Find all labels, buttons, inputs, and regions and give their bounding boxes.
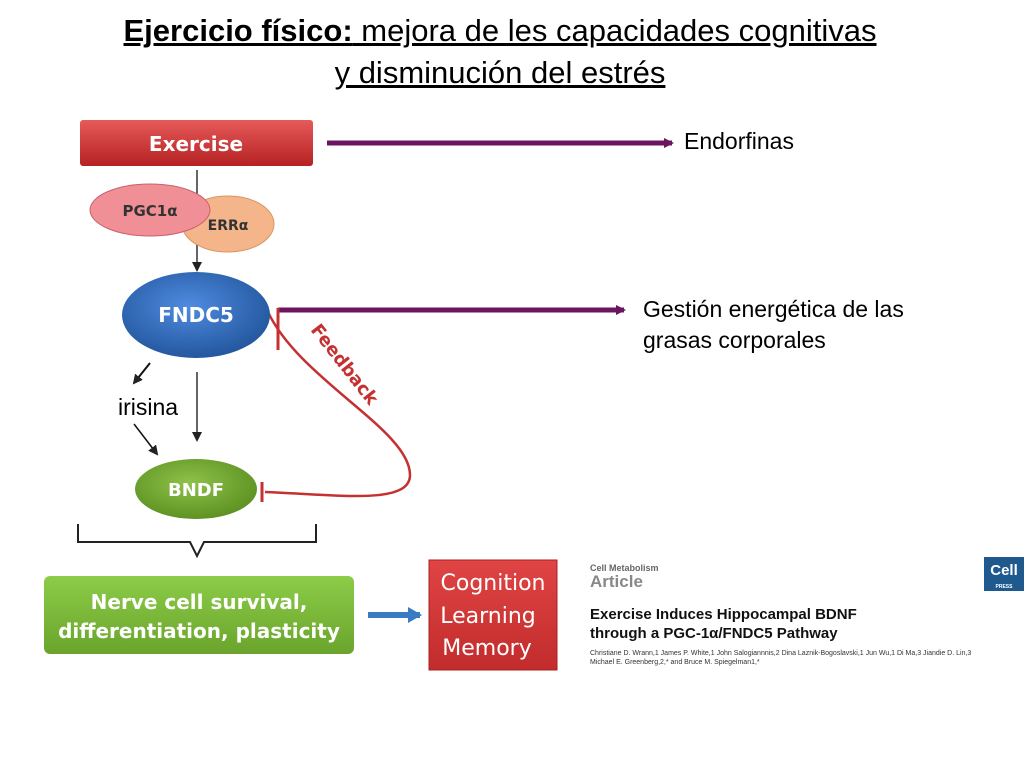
article-header: Cell Metabolism Article Exercise Induces… bbox=[590, 563, 990, 667]
gestion-line-2: grasas corporales bbox=[643, 327, 826, 353]
authors-line-2: Michael E. Greenberg,2,* and Bruce M. Sp… bbox=[590, 659, 760, 666]
erra-label: ERRα bbox=[208, 218, 249, 234]
slide-title: Ejercicio físico: mejora de les capacida… bbox=[0, 10, 1000, 94]
title-rest-line-1: mejora de les capacidades cognitivas bbox=[352, 13, 877, 48]
irisina-label: irisina bbox=[118, 394, 179, 420]
cell-press-logo: Cell PRESS bbox=[984, 557, 1024, 591]
authors-line-1: Christiane D. Wrann,1 James P. White,1 J… bbox=[590, 650, 972, 657]
article-title-line-1: Exercise Induces Hippocampal BDNF bbox=[590, 606, 857, 623]
fndc5-label: FNDC5 bbox=[158, 303, 234, 327]
learning-label: Learning bbox=[440, 604, 536, 629]
pgc1a-node: PGC1α bbox=[89, 183, 211, 237]
journal-name: Cell Metabolism bbox=[590, 563, 659, 573]
feedback-curve bbox=[264, 311, 412, 498]
irisina-arrow-in bbox=[132, 362, 151, 385]
nerve-line-2: differentiation, plasticity bbox=[58, 619, 340, 643]
nerve-line-1: Nerve cell survival, bbox=[91, 590, 308, 614]
title-bold-part: Ejercicio físico: bbox=[123, 13, 353, 48]
cognition-label: Cognition bbox=[441, 571, 546, 596]
article-type: Article bbox=[590, 572, 643, 591]
bndf-label: BNDF bbox=[168, 480, 224, 501]
endorfinas-label: Endorfinas bbox=[684, 128, 794, 154]
gestion-line-1: Gestión energética de las bbox=[643, 296, 904, 322]
title-line-2-text: y disminución del estrés bbox=[334, 55, 666, 90]
article-title: Exercise Induces Hippocampal BDNF throug… bbox=[590, 605, 990, 643]
pgc1a-label: PGC1α bbox=[122, 202, 177, 220]
exercise-box: Exercise bbox=[80, 120, 313, 166]
logo-main: Cell bbox=[990, 562, 1018, 579]
title-line-2: y disminución del estrés bbox=[0, 52, 1000, 94]
logo-sub: PRESS bbox=[995, 584, 1013, 590]
title-line-1: Ejercicio físico: mejora de les capacida… bbox=[0, 10, 1000, 52]
cognition-box: Cognition Learning Memory bbox=[428, 559, 558, 671]
exercise-label: Exercise bbox=[149, 132, 243, 156]
nerve-cell-box: Nerve cell survival, differentiation, pl… bbox=[44, 576, 354, 654]
irisina-arrow-out bbox=[133, 423, 159, 456]
fndc5-node: FNDC5 bbox=[122, 272, 270, 358]
article-title-line-2: through a PGC-1α/FNDC5 Pathway bbox=[590, 625, 838, 642]
gestion-label: Gestión energética de las grasas corpora… bbox=[643, 294, 904, 356]
memory-label: Memory bbox=[442, 636, 531, 661]
grouping-bracket bbox=[77, 524, 317, 559]
bndf-node: BNDF bbox=[135, 459, 257, 519]
article-authors: Christiane D. Wrann,1 James P. White,1 J… bbox=[590, 649, 990, 667]
